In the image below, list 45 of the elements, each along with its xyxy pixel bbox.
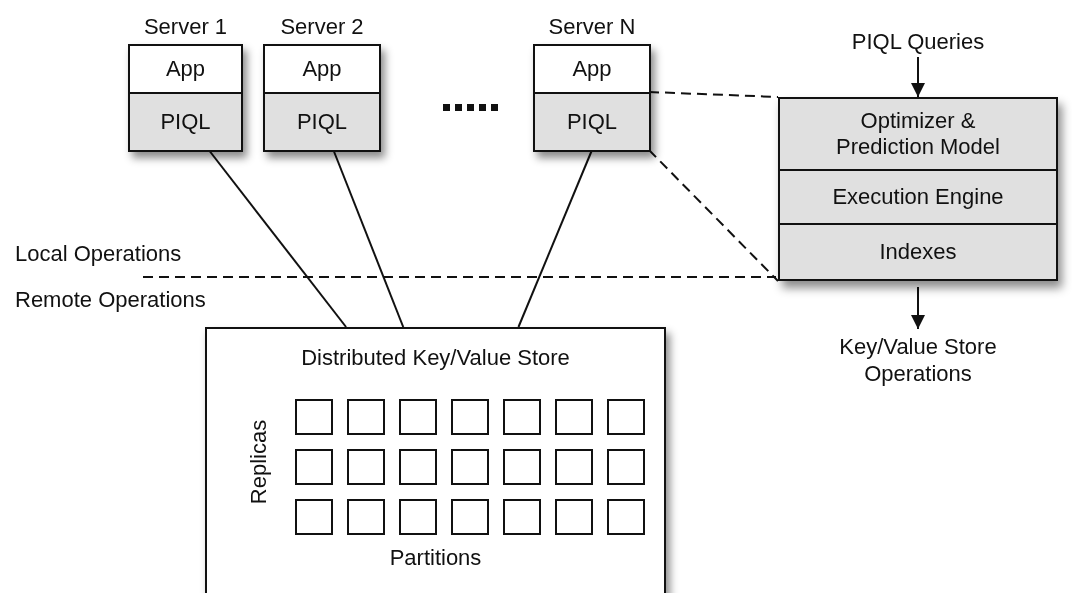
replica-cell [607,449,645,485]
replica-cell [451,449,489,485]
layer-label: Remote Operations [15,287,206,313]
app-layer: App [535,46,649,92]
replica-cell [607,399,645,435]
replica-cell [399,399,437,435]
component-layer: Execution Engine [780,169,1056,223]
replica-cell [399,499,437,535]
replica-cell [295,499,333,535]
app-layer: App [265,46,379,92]
layer-label: Local Operations [15,241,182,267]
replica-cell [295,449,333,485]
arrow [911,56,925,98]
piql-layer: PIQL [130,92,241,150]
replica-cell [503,449,541,485]
arrow [911,286,925,330]
replica-cell [347,449,385,485]
server-title: Server N [547,14,637,40]
component-layer: Indexes [780,223,1056,279]
server-title: Server 2 [279,14,365,40]
replica-cell [347,399,385,435]
piql-detail-box [778,97,1058,281]
replica-cell [503,399,541,435]
zoom-line [648,149,779,282]
replica-cell [555,499,593,535]
replica-cell [451,399,489,435]
axis-label: Partitions [388,545,483,571]
replica-cell [347,499,385,535]
server-title: Server 1 [142,14,229,40]
axis-label: Replicas [246,419,272,505]
replica-cell [503,499,541,535]
app-layer: App [130,46,241,92]
store-title: Distributed Key/Value Store [300,345,571,371]
output-text: Key/Value Store Operations [808,333,1028,387]
replica-cell [555,399,593,435]
replica-cell [451,499,489,535]
replica-cell [295,399,333,435]
replica-cell [555,449,593,485]
replica-cell [399,449,437,485]
component-layer: Optimizer & Prediction Model [780,99,1056,169]
piql-layer: PIQL [535,92,649,150]
key-value-store-box [205,327,666,593]
piql-layer: PIQL [265,92,379,150]
replica-cell [607,499,645,535]
input-text: PIQL Queries [838,28,998,55]
